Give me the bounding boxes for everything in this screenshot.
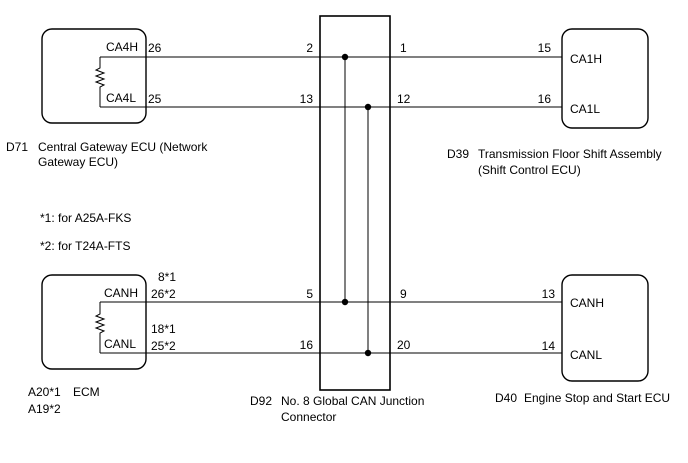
d39-name-line2: (Shift Control ECU) [478, 163, 581, 177]
ecm-low-pin-line2: 25*2 [151, 339, 176, 353]
d39-low-label: CA1L [570, 102, 600, 116]
ecm-low-label: CANL [104, 337, 136, 351]
d40-code: D40 [495, 391, 517, 405]
d39-code: D39 [447, 147, 469, 161]
d39-name-line1: Transmission Floor Shift Assembly [478, 147, 662, 161]
d39-high-label: CA1H [570, 52, 602, 66]
ecm-high-pin-line2: 26*2 [151, 287, 176, 301]
ecm-box [41, 274, 147, 370]
ecm-high-pin-line1: 8*1 [158, 270, 176, 284]
d92-pin-left-bottom-low: 16 [300, 338, 314, 352]
d71-name-line2: Gateway ECU) [38, 155, 118, 169]
junction-dot-bottom-low [364, 349, 372, 357]
d92-junction-connector-box [319, 15, 391, 391]
d92-pin-right-top-low: 12 [397, 92, 411, 106]
ecm-terminating-resistor-icon [94, 302, 106, 353]
note-1: *1: for A25A-FKS [40, 211, 131, 225]
d40-engine-stop-start-ecu: CANH CANL 13 14 D40 Engine Stop and Star… [495, 274, 670, 405]
d39-low-pin: 16 [538, 92, 552, 106]
d92-caption: D92 No. 8 Global CAN Junction Connector [250, 394, 424, 424]
d92-pin-right-top-high: 1 [400, 41, 407, 55]
d40-box [561, 274, 649, 382]
d71-high-pin: 26 [148, 41, 162, 55]
d71-box [41, 28, 147, 124]
d92-pin-left-top-high: 2 [306, 41, 313, 55]
ecm-code-line2: A19*2 [28, 402, 61, 416]
d71-central-gateway-ecu: CA4H CA4L 26 25 D71 Central Gateway ECU … [6, 28, 208, 169]
d92-pin-labels: 2 13 1 12 5 16 9 20 [300, 41, 411, 352]
ecm-low-pin-line1: 18*1 [151, 322, 176, 336]
d40-low-pin: 14 [542, 339, 556, 353]
notes: *1: for A25A-FKS *2: for T24A-FTS [40, 211, 131, 253]
junction-dots [341, 53, 372, 357]
d39-shift-control-ecu: CA1H CA1L 15 16 D39 Transmission Floor S… [447, 28, 662, 177]
d71-terminating-resistor-icon [94, 57, 106, 107]
d92-pin-right-bottom-low: 20 [397, 338, 411, 352]
d92-bus-lines [320, 56, 390, 354]
d39-high-pin: 15 [538, 41, 552, 55]
d40-high-label: CANH [570, 296, 604, 310]
d71-name-line1: Central Gateway ECU (Network [38, 140, 208, 154]
ecm-name: ECM [73, 385, 100, 399]
d71-low-label: CA4L [106, 91, 136, 105]
d71-code: D71 [6, 140, 28, 154]
d71-low-pin: 25 [148, 92, 162, 106]
d39-box [561, 28, 649, 129]
d92-pin-right-bottom-high: 9 [400, 287, 407, 301]
ecm-high-label: CANH [104, 286, 138, 300]
d40-low-label: CANL [570, 348, 602, 362]
d92-code: D92 [250, 394, 272, 408]
d92-name-line1: No. 8 Global CAN Junction [281, 394, 424, 408]
junction-dot-bottom-high [341, 298, 349, 306]
d71-high-label: CA4H [106, 40, 138, 54]
note-2: *2: for T24A-FTS [40, 239, 130, 253]
d92-pin-left-top-low: 13 [300, 92, 314, 106]
junction-dot-top-low [364, 103, 372, 111]
d92-name-line2: Connector [281, 410, 336, 424]
ecm-code-line1: A20*1 [28, 385, 61, 399]
junction-dot-top-high [341, 53, 349, 61]
d40-high-pin: 13 [542, 287, 556, 301]
ecm: CANH CANL 8*1 26*2 18*1 25*2 A20*1 ECM A… [28, 270, 176, 416]
d92-pin-left-bottom-high: 5 [306, 287, 313, 301]
d40-name: Engine Stop and Start ECU [524, 391, 670, 405]
